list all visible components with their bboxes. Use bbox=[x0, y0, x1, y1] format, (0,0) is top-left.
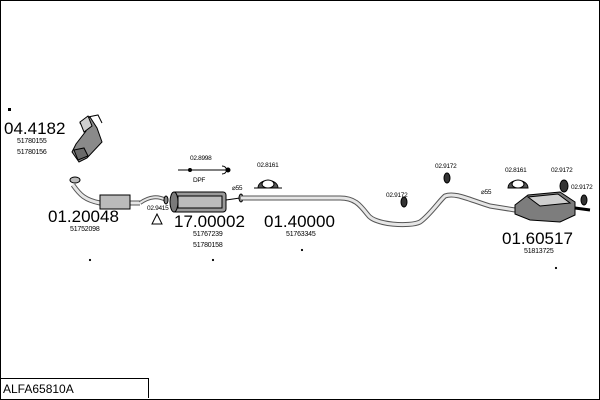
clamp-9172-c-label: 02.9172 bbox=[551, 167, 573, 174]
middle-pipe-part bbox=[241, 192, 516, 228]
diameter-55-label-b: ⌀55 bbox=[481, 189, 492, 196]
rear-silencer-code: 01.60517 bbox=[502, 229, 573, 248]
clamp-9172-d-label: 02.9172 bbox=[571, 184, 593, 191]
dpf-filter-part bbox=[169, 191, 244, 213]
dpf-ref-1: 51767239 bbox=[193, 231, 223, 238]
kit-8998-part bbox=[178, 165, 231, 175]
hanger-8161-b-label: 02.8161 bbox=[505, 167, 527, 174]
hanger-8161-a-part bbox=[254, 179, 282, 189]
clamp-9172-d-part bbox=[580, 194, 588, 206]
rear-silencer-ref: 51813725 bbox=[524, 248, 554, 255]
dpf-ref-2: 51780158 bbox=[193, 242, 223, 249]
middle-pipe-code: 01.40000 bbox=[264, 212, 335, 231]
catalytic-converter-ref-2: 51780156 bbox=[17, 149, 47, 156]
dpf-code: 17.00002 bbox=[174, 212, 245, 231]
clamp-9172-b-label: 02.9172 bbox=[435, 163, 457, 170]
system-code-box: ALFA65810A bbox=[0, 378, 149, 398]
system-code: ALFA65810A bbox=[3, 382, 74, 396]
front-pipe-part bbox=[70, 183, 169, 210]
hanger-8161-b-part bbox=[507, 179, 529, 189]
catalytic-converter-code: 04.4182 bbox=[4, 119, 66, 138]
clamp-9172-a-part bbox=[400, 196, 408, 208]
clamp-9172-c-part bbox=[559, 179, 569, 193]
rear-silencer-part bbox=[514, 191, 591, 223]
dpf-text: DPF bbox=[193, 177, 206, 184]
diameter-55-label-a: ⌀55 bbox=[232, 185, 243, 192]
clamp-9172-a-label: 02.9172 bbox=[386, 192, 408, 199]
hanger-8161-a-label: 02.8161 bbox=[257, 162, 279, 169]
catalytic-converter-part bbox=[8, 108, 103, 184]
front-pipe-ref: 51752098 bbox=[70, 226, 100, 233]
middle-pipe-ref: 51763345 bbox=[286, 231, 316, 238]
front-pipe-code: 01.20048 bbox=[48, 207, 119, 226]
gasket-9415-part bbox=[151, 212, 163, 225]
catalytic-converter-ref-1: 51780155 bbox=[17, 138, 47, 145]
gasket-9415-label: 02.9415 bbox=[147, 205, 169, 212]
clamp-9172-b-part bbox=[443, 172, 451, 184]
kit-8998-label: 02.8998 bbox=[190, 155, 212, 162]
